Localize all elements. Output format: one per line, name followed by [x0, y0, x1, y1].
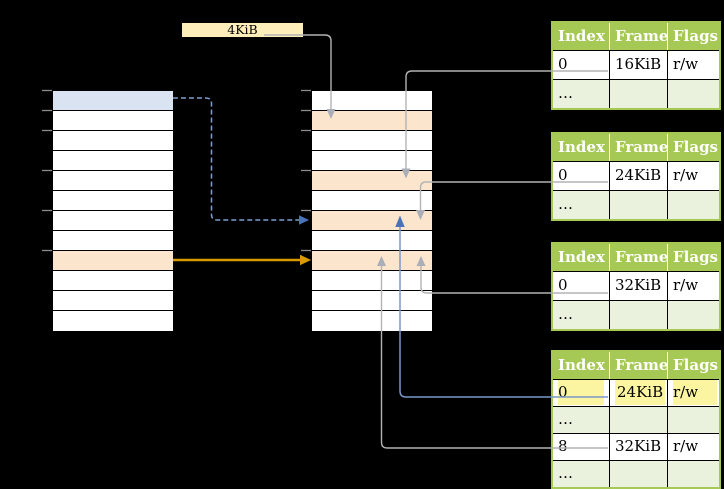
memory-row-highlight-orange: [312, 171, 432, 191]
table-row: 0 16KiB r/w: [553, 50, 719, 79]
memory-row: [312, 271, 432, 291]
memory-row: [53, 151, 173, 171]
column-header-frame: Frame: [609, 244, 667, 271]
cell-frame: [609, 301, 667, 329]
cell-frame: 32KiB: [609, 272, 667, 300]
memory-row: [53, 171, 173, 191]
cell-flags: [667, 80, 719, 108]
yellow-highlight: 0: [558, 380, 604, 405]
cell-index: …: [558, 84, 573, 102]
memory-row: [53, 231, 173, 251]
table-row-ellipsis: …: [553, 300, 719, 329]
table-row-ellipsis: …: [553, 460, 719, 487]
memory-row: [312, 311, 432, 331]
memory-row: [312, 231, 432, 251]
cell-index: …: [558, 410, 573, 428]
column-header-frame: Frame: [609, 352, 667, 379]
cell-flags: r/w: [667, 272, 719, 300]
memory-row: [53, 131, 173, 151]
cell-flags: r/w: [667, 434, 719, 460]
table-row-ellipsis: …: [553, 190, 719, 219]
cell-index: 0: [553, 380, 609, 406]
cell-flags: [667, 301, 719, 329]
yellow-highlight: 24KiB: [615, 380, 666, 405]
column-header-index: Index: [558, 27, 605, 45]
page-table-header-row: Index Frame Flags: [553, 134, 719, 161]
column-header-flags: Flags: [667, 23, 719, 50]
cell-index: …: [558, 305, 573, 323]
memory-row-highlight-orange: [312, 251, 432, 271]
cell-index: 0: [558, 55, 568, 73]
memory-row: [53, 271, 173, 291]
cell-frame: 24KiB: [609, 162, 667, 190]
memory-row: [53, 211, 173, 231]
middle-memory-column: [311, 90, 433, 332]
cell-flags: r/w: [667, 51, 719, 79]
cell-frame: 16KiB: [609, 51, 667, 79]
memory-row: [53, 191, 173, 211]
column-header-flags: Flags: [667, 352, 719, 379]
arrow-page-to-frame-orange: [173, 254, 311, 266]
page-table-header-row: Index Frame Flags: [553, 23, 719, 50]
page-table-4: Index Frame Flags 0 24KiB r/w … 8 32KiB …: [551, 350, 721, 489]
table-row-highlighted: 0 24KiB r/w: [553, 379, 719, 406]
memory-row-highlight-orange: [53, 251, 173, 271]
memory-row-highlight-blue: [53, 91, 173, 111]
cell-frame: [609, 461, 667, 487]
column-header-frame: Frame: [609, 23, 667, 50]
column-header-flags: Flags: [667, 244, 719, 271]
cell-index: 8: [558, 437, 568, 455]
memory-row: [312, 191, 432, 211]
column-header-frame: Frame: [609, 134, 667, 161]
page-table-header-row: Index Frame Flags: [553, 352, 719, 379]
cell-frame: 32KiB: [609, 434, 667, 460]
column-header-index: Index: [558, 138, 605, 156]
cell-flags: [667, 191, 719, 219]
cell-flags: [667, 407, 719, 433]
cell-frame: [609, 407, 667, 433]
table-row: 0 32KiB r/w: [553, 271, 719, 300]
cell-index: 0: [558, 166, 568, 184]
page-table-1: Index Frame Flags 0 16KiB r/w …: [551, 21, 721, 110]
column-header-index: Index: [558, 248, 605, 266]
cell-flags: r/w: [667, 380, 719, 406]
table-row-ellipsis: …: [553, 79, 719, 108]
yellow-highlight: r/w: [673, 380, 717, 405]
memory-row: [312, 291, 432, 311]
cell-flags: r/w: [667, 162, 719, 190]
arrow-page-to-frame-dashed: [173, 97, 309, 225]
memory-row: [53, 111, 173, 131]
memory-row: [53, 291, 173, 311]
cell-index: 0: [558, 276, 568, 294]
page-table-header-row: Index Frame Flags: [553, 244, 719, 271]
cell-index: …: [558, 195, 573, 213]
memory-row: [312, 91, 432, 111]
memory-row-highlight-orange: [312, 111, 432, 131]
memory-row: [312, 151, 432, 171]
cell-index: …: [558, 464, 573, 482]
column-header-index: Index: [558, 356, 605, 374]
cell-frame: 24KiB: [609, 380, 667, 406]
memory-row: [53, 311, 173, 331]
page-size-badge: 4KiB: [182, 23, 303, 37]
cell-frame: [609, 80, 667, 108]
memory-row: [312, 131, 432, 151]
table-row: 0 24KiB r/w: [553, 161, 719, 190]
memory-row-highlight-orange: [312, 211, 432, 231]
cell-flags: [667, 461, 719, 487]
page-table-3: Index Frame Flags 0 32KiB r/w …: [551, 242, 721, 331]
cell-frame: [609, 191, 667, 219]
table-row: 8 32KiB r/w: [553, 433, 719, 460]
left-memory-column: [52, 90, 174, 332]
table-row-ellipsis: …: [553, 406, 719, 433]
column-header-flags: Flags: [667, 134, 719, 161]
page-table-2: Index Frame Flags 0 24KiB r/w …: [551, 132, 721, 221]
